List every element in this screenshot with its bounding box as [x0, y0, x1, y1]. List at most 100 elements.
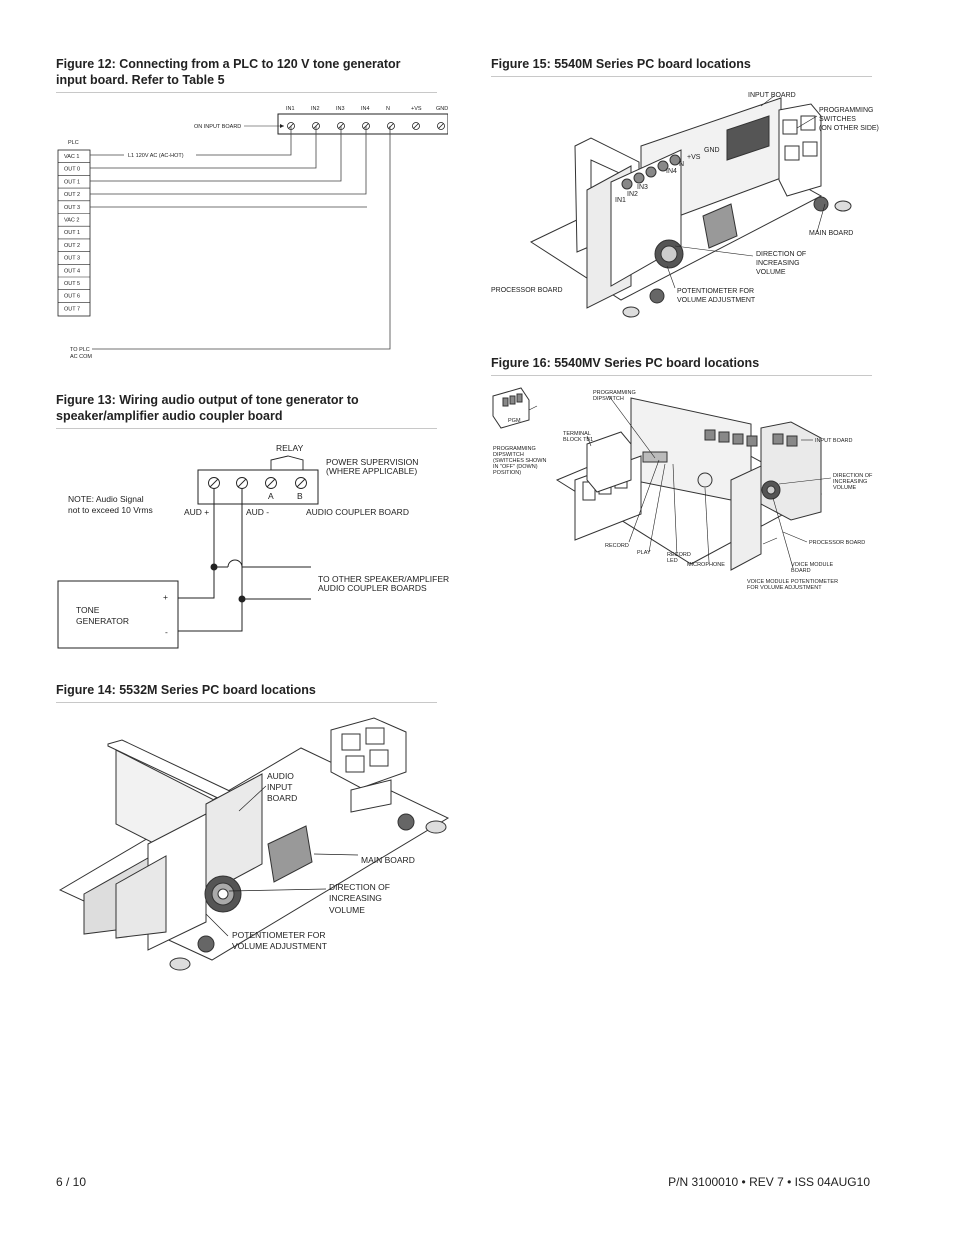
plc-row-label: OUT 4 [64, 268, 80, 274]
plc-row-label: OUT 2 [64, 192, 80, 198]
terminal-label: IN2 [311, 106, 320, 112]
board-label: BOARD [267, 793, 297, 803]
programming-dipswitch-label: PROGRAMMING [593, 390, 636, 396]
programming-label-2: PROGRAMMING [493, 446, 536, 452]
direction-label: DIRECTION OF [833, 473, 873, 479]
volume-adjustment-label: VOLUME ADJUSTMENT [677, 297, 756, 304]
aud-plus-label: AUD + [184, 507, 209, 517]
voice-module-board-label: VOICE MODULE [791, 562, 834, 568]
terminal-label: N [386, 106, 390, 112]
on-input-board-label: ON INPUT BOARD [194, 124, 241, 130]
l1-label: L1 120V AC (AC-HOT) [128, 153, 184, 159]
ac-com-label: AC COM [70, 354, 92, 360]
figure-15-diagram: INPUT BOARD PROGRAMMING SWITCHES (ON OTH… [491, 92, 879, 318]
switches-label: SWITCHES [819, 116, 856, 123]
potentiometer-label: POTENTIOMETER FOR [677, 288, 754, 295]
to-plc-label: TO PLC [70, 347, 90, 353]
terminal-a-label: A [268, 491, 274, 501]
figure-12-diagram: IN1 IN2 IN3 IN4 N +VS GND ON INPUT BOARD PLC V… [57, 106, 448, 360]
figure-16-caption: Figure 16: 5540MV Series PC board locati… [491, 356, 760, 370]
off-down-label: IN "OFF" (DOWN) [493, 464, 538, 470]
tone-label: TONE [76, 605, 100, 615]
volume-adjustment-label: VOLUME ADJUSTMENT [232, 941, 327, 951]
power-supervision-label-2: (WHERE APPLICABLE) [326, 466, 417, 476]
figure-12-caption: Figure 12: Connecting from a PLC to 120 … [56, 57, 401, 87]
plc-row-label: VAC 1 [64, 154, 80, 160]
audio-coupler-label: AUDIO COUPLER BOARD [306, 507, 409, 517]
dipswitch-label-2: DIPSWITCH [493, 452, 524, 458]
volume-label: VOLUME [833, 485, 857, 491]
part-number: P/N 3100010 • REV 7 • ISS 04AUG10 [668, 1175, 870, 1189]
audio-label: AUDIO [267, 771, 294, 781]
page-number: 6 / 10 [56, 1175, 87, 1189]
relay-label: RELAY [276, 443, 304, 453]
terminal-label: IN1 [286, 106, 295, 112]
figure-15-rule [491, 76, 872, 77]
terminal-label: GND [436, 106, 448, 112]
plc-row-label: OUT 2 [64, 243, 80, 249]
note-label: NOTE: Audio Signal [68, 494, 144, 504]
generator-label: GENERATOR [76, 616, 129, 626]
figure-16-rule [491, 375, 872, 376]
plc-label: PLC [68, 140, 79, 146]
board-label: BOARD [791, 568, 811, 574]
figure-13-diagram: RELAY POWER SUPERVISION (WHERE APPLICABL… [57, 443, 449, 649]
led-label: LED [667, 558, 678, 564]
input-label: INPUT [267, 782, 293, 792]
note-label-2: not to exceed 10 Vrms [68, 505, 153, 515]
pgm-label: PGM [508, 418, 521, 424]
plc-row-label: OUT 7 [64, 306, 80, 312]
input-board-label: INPUT BOARD [748, 92, 796, 99]
figure-16-diagram: PROGRAMMING DIPSWITCH PGM PROGRAMMING DI… [492, 387, 873, 591]
terminal-label: +VS [411, 106, 422, 112]
terminal-label: TERMINAL [563, 431, 591, 437]
main-board-label: MAIN BOARD [809, 230, 853, 237]
in3-label: IN3 [637, 184, 648, 191]
figure-13-rule [56, 428, 437, 429]
programming-label: PROGRAMMING [819, 107, 873, 114]
n-label: N [679, 161, 684, 168]
figure-14-caption: Figure 14: 5532M Series PC board locatio… [56, 683, 316, 697]
volume-label: VOLUME [756, 269, 786, 276]
potentiometer-label: POTENTIOMETER FOR [232, 930, 326, 940]
terminal-b-label: B [297, 491, 303, 501]
figure-13-caption: Figure 13: Wiring audio output of tone g… [56, 393, 359, 423]
volume-label: VOLUME [329, 905, 365, 915]
increasing-label: INCREASING [833, 479, 867, 485]
figure-12-rule [56, 92, 437, 93]
other-boards-label-2: AUDIO COUPLER BOARDS [318, 583, 427, 593]
in1-label: IN1 [615, 197, 626, 204]
terminal-label: IN3 [336, 106, 345, 112]
volume-adjustment-label: FOR VOLUME ADJUSTMENT [747, 585, 822, 591]
figure-14-rule [56, 702, 437, 703]
increasing-label: INCREASING [329, 893, 382, 903]
terminal-label: IN4 [361, 106, 370, 112]
plc-row-label: VAC 2 [64, 218, 80, 224]
in2-label: IN2 [627, 191, 638, 198]
main-board-label: MAIN BOARD [361, 855, 415, 865]
plus-label: + [163, 592, 168, 602]
plc-row-label: OUT 3 [64, 205, 80, 211]
plc-row-label: OUT 0 [64, 167, 80, 173]
plc-row-label: OUT 6 [64, 294, 80, 300]
block-tb1-label: BLOCK TB1 [563, 437, 593, 443]
figure-15-caption: Figure 15: 5540M Series PC board locatio… [491, 57, 751, 71]
other-boards-label: TO OTHER SPEAKER/AMPLIFER [318, 574, 449, 584]
figure-14-diagram: AUDIO INPUT BOARD MAIN BOARD DIRECTION O… [58, 717, 450, 971]
position-label: POSITION) [493, 470, 521, 476]
vs-label: +VS [687, 154, 701, 161]
play-label: PLAY [637, 550, 651, 556]
minus-label: - [165, 627, 168, 637]
increasing-label: INCREASING [756, 260, 800, 267]
switches-shown-label: (SWITCHES SHOWN [493, 458, 546, 464]
plc-row-label: OUT 5 [64, 281, 80, 287]
aud-minus-label: AUD - [246, 507, 269, 517]
in4-label: IN4 [666, 168, 677, 175]
other-side-label: (ON OTHER SIDE) [819, 125, 879, 132]
voice-pot-label: VOICE MODULE POTENTIOMETER [747, 579, 838, 585]
plc-row-label: OUT 3 [64, 256, 80, 262]
direction-label: DIRECTION OF [756, 251, 806, 258]
power-supervision-label: POWER SUPERVISION [326, 457, 418, 467]
record-label: RECORD [605, 543, 629, 549]
plc-row-label: OUT 1 [64, 230, 80, 236]
